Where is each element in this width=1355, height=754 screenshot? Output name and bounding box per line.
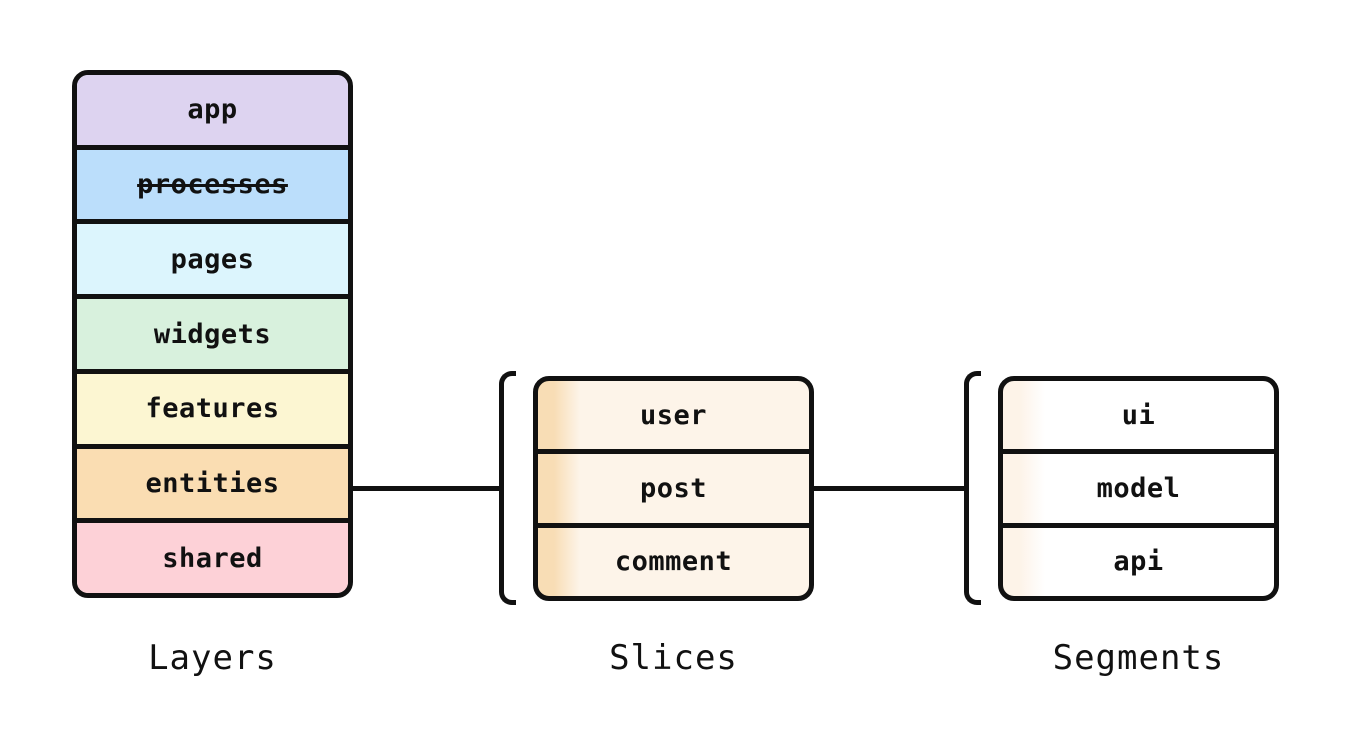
layer-label-features: features <box>145 393 280 425</box>
slice-label-comment: comment <box>614 546 733 578</box>
segment-row-model: model <box>1003 449 1274 522</box>
segment-label-ui: ui <box>1121 399 1156 431</box>
layer-row-shared: shared <box>77 518 348 593</box>
layers-stack: app processes pages widgets features ent… <box>72 70 353 598</box>
segments-bracket-icon <box>964 371 981 605</box>
segment-label-api: api <box>1113 546 1164 578</box>
segments-caption: Segments <box>1052 638 1225 678</box>
slices-caption: Slices <box>609 638 738 678</box>
layer-label-pages: pages <box>170 243 255 275</box>
layer-row-features: features <box>77 368 348 444</box>
layer-row-pages: pages <box>77 219 348 295</box>
layers-caption: Layers <box>148 638 277 678</box>
layer-label-entities: entities <box>145 467 280 499</box>
layer-row-entities: entities <box>77 443 348 519</box>
connector-layers-slices <box>350 486 502 491</box>
layer-label-shared: shared <box>162 542 263 574</box>
segment-row-api: api <box>1003 522 1274 596</box>
segments-stack: ui model api <box>998 376 1279 601</box>
slices-stack: user post comment <box>533 376 814 601</box>
segment-row-ui: ui <box>1003 381 1274 449</box>
layer-label-processes: processes <box>137 169 288 201</box>
layer-label-app: app <box>187 94 238 126</box>
slice-label-post: post <box>639 472 708 504</box>
slice-label-user: user <box>639 399 708 431</box>
layer-row-processes: processes <box>77 144 348 220</box>
layer-row-app: app <box>77 75 348 145</box>
slices-bracket-icon <box>499 371 516 605</box>
connector-slices-segments <box>812 486 967 491</box>
segment-label-model: model <box>1096 472 1181 504</box>
layer-label-widgets: widgets <box>153 318 272 350</box>
slice-row-post: post <box>538 449 809 522</box>
layer-row-widgets: widgets <box>77 294 348 369</box>
slice-row-user: user <box>538 381 809 449</box>
slice-row-comment: comment <box>538 522 809 596</box>
